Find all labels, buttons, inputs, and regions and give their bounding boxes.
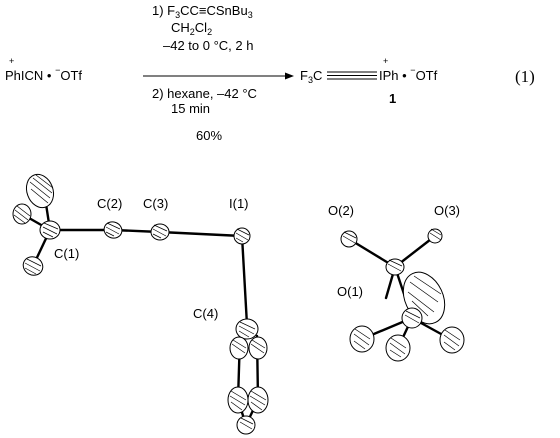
reaction-yield: 60% (196, 128, 222, 143)
condition-1-solvent: CH2Cl2 (171, 20, 212, 37)
ortep-triflate: O(2) O(3) O(1) (328, 203, 465, 362)
label-c4: C(4) (193, 306, 218, 321)
ortep-cation: C(1) C(2) C(3) I(1) C(4) (12, 173, 269, 435)
phenyl-atom-c9 (236, 415, 256, 435)
label-o3: O(3) (434, 203, 460, 218)
atom-f-top (25, 173, 55, 209)
condition-1-temperature: –42 to 0 °C, 2 h (163, 38, 253, 53)
product-c: C (313, 68, 322, 83)
atom-f-triflate-left (349, 325, 375, 353)
atom-c2 (103, 221, 123, 239)
reactant-minus-charge: − (55, 65, 60, 75)
phenyl-atom-c7 (227, 386, 249, 414)
solvent-sub2a: 2 (190, 27, 195, 37)
condition-2-time: 15 min (171, 101, 210, 116)
atom-c1 (39, 220, 61, 240)
reactant-plus-charge: + (9, 56, 14, 66)
atom-f-bottom (22, 256, 44, 276)
product-minus-charge: − (410, 65, 415, 75)
product-counterion: OTf (416, 68, 438, 83)
product-iph: IPh • −OTf (379, 65, 438, 83)
reaction-scheme: + PhICN • −OTf 1) F3CC≡CSnBu3 CH2Cl2 –42… (5, 3, 535, 143)
solvent-cl: Cl (195, 20, 207, 35)
solvent-sub2b: 2 (207, 27, 212, 37)
product-plus-charge: + (383, 56, 388, 66)
phenyl-atom-c6 (248, 336, 268, 360)
product-iph-text: IPh • (379, 68, 410, 83)
product-sub3: 3 (308, 75, 313, 85)
solvent-ch: CH (171, 20, 190, 35)
atom-f-triflate-mid (385, 334, 411, 362)
label-c1: C(1) (54, 246, 79, 261)
condition-1-reagent-mid: CC≡CSnBu (180, 3, 248, 18)
atom-o2 (340, 230, 358, 248)
atom-i1 (233, 227, 251, 245)
label-o1: O(1) (337, 284, 363, 299)
label-c2: C(2) (97, 196, 122, 211)
phenyl-atom-c5 (229, 336, 249, 360)
equation-number: (1) (515, 67, 535, 86)
condition-1-sub3: 3 (175, 10, 180, 20)
atom-c4 (235, 318, 259, 340)
product-cf3: F3C (300, 68, 322, 85)
label-i1: I(1) (229, 196, 249, 211)
condition-2-solvent: 2) hexane, –42 °C (152, 86, 257, 101)
reaction-arrow-head (285, 72, 294, 80)
product-compound-number: 1 (389, 91, 396, 106)
condition-1-sub3b: 3 (248, 10, 253, 20)
reactant-formula: PhICN • −OTf (5, 65, 82, 83)
condition-1-reagent: 1) F3CC≡CSnBu3 (152, 3, 253, 20)
label-o2: O(2) (328, 203, 354, 218)
atom-f-triflate-right (439, 326, 465, 354)
condition-1-label: 1) F (152, 3, 175, 18)
label-c3: C(3) (143, 196, 168, 211)
atom-o3 (427, 228, 443, 244)
phenyl-atom-c8 (247, 386, 269, 414)
product-f: F (300, 68, 308, 83)
reactant-counterion: OTf (60, 68, 82, 83)
reactant-name: PhICN • (5, 68, 55, 83)
atom-c3 (150, 223, 170, 241)
triple-bond (327, 71, 377, 80)
atom-f-left (12, 203, 32, 225)
atom-c-triflate (401, 307, 423, 329)
atom-s (385, 258, 405, 276)
